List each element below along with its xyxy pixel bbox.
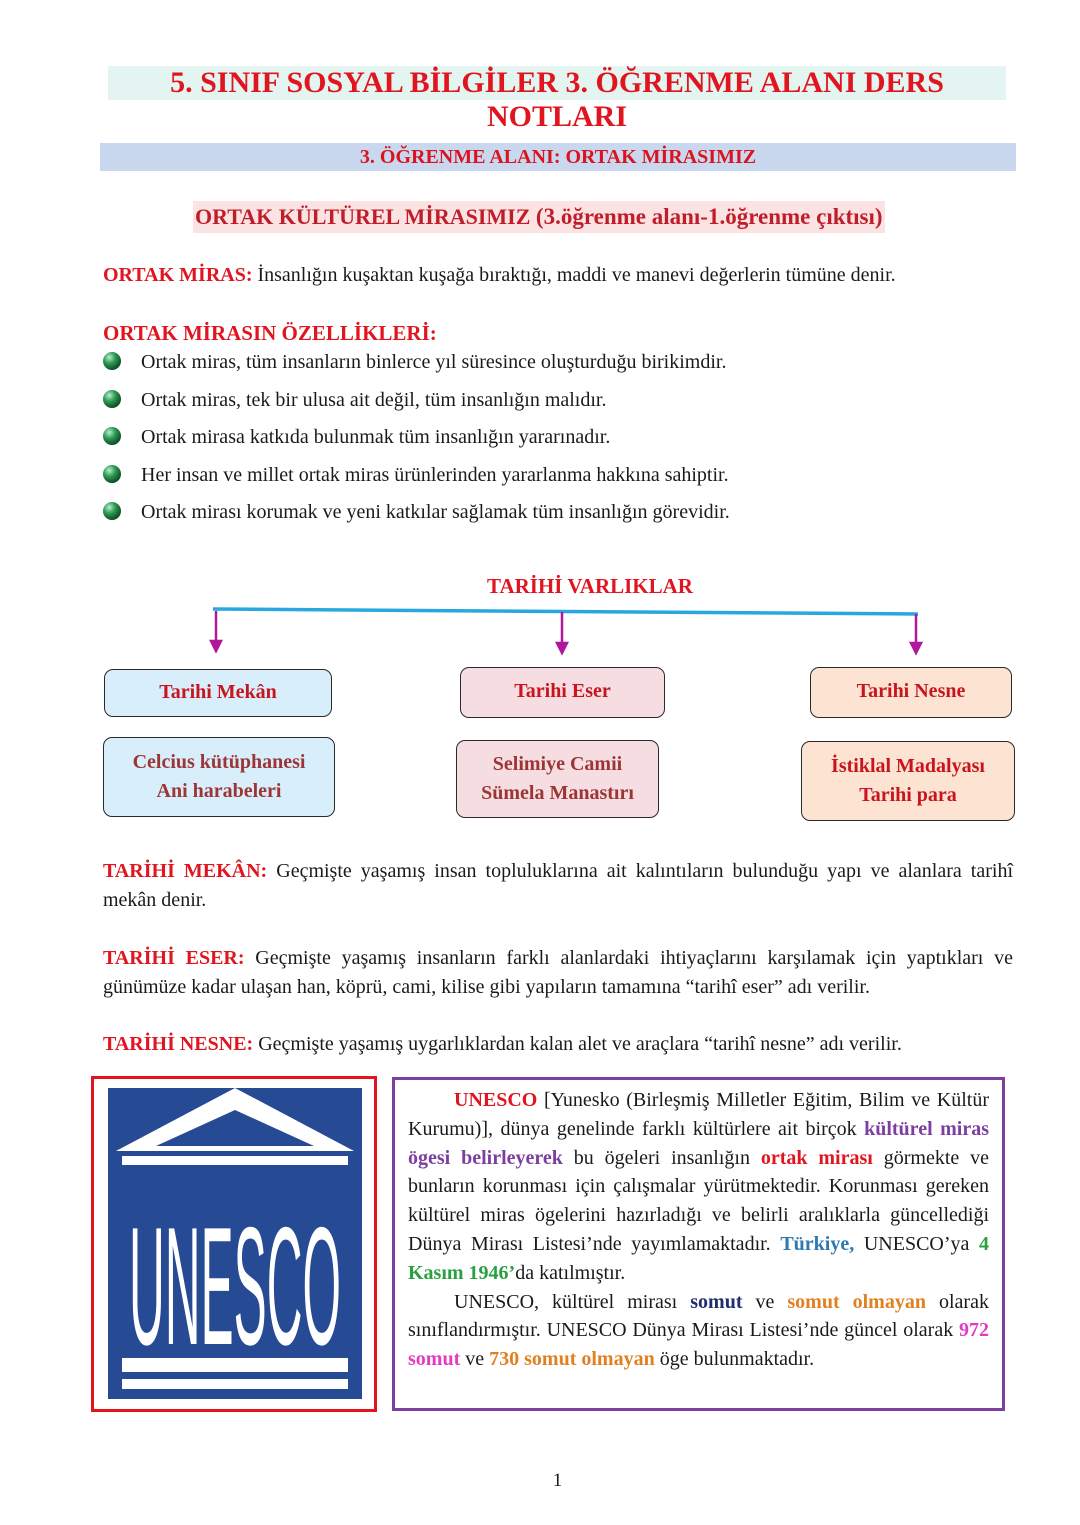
bullet-icon — [103, 389, 121, 408]
tree-branch-line — [212, 607, 919, 616]
tree-connectors — [208, 607, 924, 656]
arrow-down-icon — [208, 639, 224, 654]
definition-tarihi-nesne: TARİHİ NESNE: Geçmişte yaşamış uygarlıkl… — [103, 1033, 902, 1055]
unesco-paragraph-2: UNESCO, kültürel mirası somut ve somut o… — [408, 1290, 989, 1371]
subtitle-main: ORTAK KÜLTÜREL MİRASIMIZ — [195, 204, 536, 229]
page-title: 5. SINIF SOSYAL BİLGİLER 3. ÖĞRENME ALAN… — [108, 66, 1006, 133]
features-heading: ORTAK MİRASIN ÖZELLİKLERİ: — [103, 321, 437, 345]
tree-examples-mekan: Celcius kütüphanesi Ani harabeleri — [103, 737, 335, 817]
arrow-down-icon — [554, 641, 570, 656]
section-heading: 3. ÖĞRENME ALANI: ORTAK MİRASIMIZ — [100, 143, 1016, 171]
tree-box-tarihi-nesne: Tarihi Nesne — [810, 667, 1012, 718]
list-item: Her insan ve millet ortak miras ürünleri… — [103, 461, 1013, 499]
subtitle: ORTAK KÜLTÜREL MİRASIMIZ (3.öğrenme alan… — [193, 201, 885, 233]
tree-box-tarihi-eser: Tarihi Eser — [460, 667, 665, 718]
subtitle-paren: (3.öğrenme alanı-1.öğrenme çıktısı) — [535, 204, 883, 229]
page-number: 1 — [552, 1470, 563, 1491]
definition-tarihi-mekan: TARİHİ MEKÂN: Geçmişte yaşamış insan top… — [103, 860, 1013, 911]
unesco-temple-icon: UNESCO — [116, 1088, 354, 1389]
features-list: Ortak miras, tüm insanların binlerce yıl… — [103, 348, 1013, 536]
tree-box-tarihi-mekan: Tarihi Mekân — [104, 669, 332, 717]
unesco-text: UNESCO [Yunesko (Birleşmiş Milletler Eği… — [408, 1086, 989, 1374]
list-item: Ortak miras, tüm insanların binlerce yıl… — [103, 348, 1013, 386]
bullet-icon — [103, 427, 121, 446]
tree-title: TARİHİ VARLIKLAR — [487, 574, 693, 598]
list-item: Ortak miras, tek bir ulusa ait değil, tü… — [103, 386, 1013, 424]
bullet-icon — [103, 464, 121, 483]
unesco-logo: UNESCO — [108, 1088, 362, 1399]
definition-ortak-miras: ORTAK MİRAS: İnsanlığın kuşaktan kuşağa … — [103, 261, 1013, 290]
arrow-down-icon — [908, 641, 924, 656]
unesco-logo-text: UNESCO — [129, 1192, 341, 1380]
unesco-text-frame — [392, 1077, 1005, 1411]
definition-tarihi-eser: TARİHİ ESER: Geçmişte yaşamış insanların… — [103, 947, 1014, 998]
list-item: Ortak mirası korumak ve yeni katkılar sa… — [103, 498, 1013, 536]
tree-examples-eser: Selimiye Camii Sümela Manastırı — [456, 740, 659, 818]
list-item: Ortak mirasa katkıda bulunmak tüm insanl… — [103, 423, 1013, 461]
tree-examples-nesne: İstiklal Madalyası Tarihi para — [801, 741, 1015, 821]
unesco-logo-frame — [91, 1076, 377, 1412]
definition-text: İnsanlığın kuşaktan kuşağa bıraktığı, ma… — [252, 264, 896, 286]
bullet-icon — [103, 502, 121, 521]
definition-term: ORTAK MİRAS: — [103, 264, 253, 286]
unesco-paragraph-1: UNESCO [Yunesko (Birleşmiş Milletler Eği… — [408, 1089, 990, 1284]
bullet-icon — [103, 352, 121, 370]
